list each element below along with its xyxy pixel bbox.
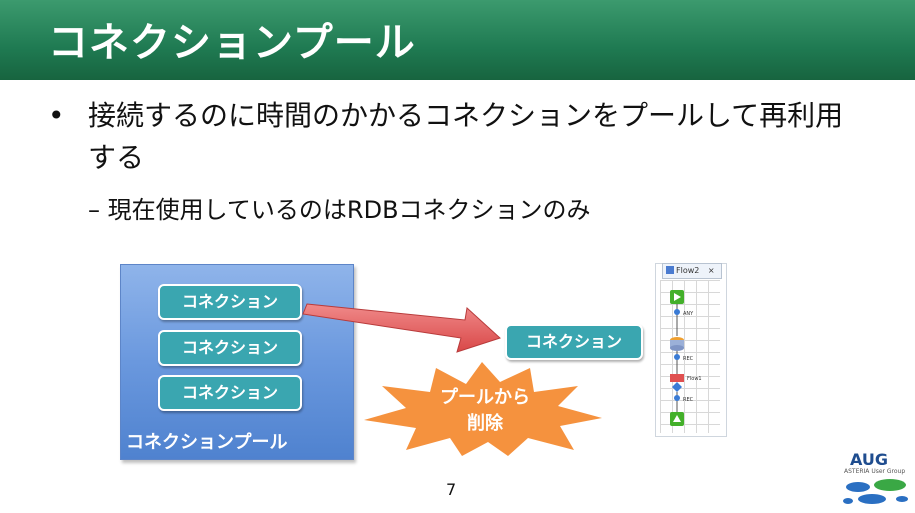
pool-connection-1: コネクション	[158, 284, 302, 320]
subflow-node-icon[interactable]	[670, 374, 684, 382]
page-number: 7	[446, 480, 457, 499]
flow-icon	[666, 266, 674, 274]
flow-tab[interactable]: Flow2 ×	[662, 263, 722, 279]
remove-arrow-icon	[302, 303, 501, 353]
db-node-icon[interactable]	[670, 340, 684, 348]
burst-line-1: プールから	[440, 387, 530, 408]
flow-tab-label: Flow2	[676, 266, 700, 275]
flow-nodes: ANY REC Flow1 REC	[670, 290, 702, 426]
connector-icon	[674, 309, 680, 315]
burst-text: プールから 削除	[420, 385, 550, 437]
node-label-rec-2: REC	[683, 397, 694, 403]
node-label-flow1: Flow1	[687, 376, 702, 382]
aug-logo-icon	[843, 479, 908, 504]
aug-logo-text: AUG	[850, 450, 889, 469]
flow-grid	[660, 280, 720, 433]
aug-logo-subtext: ASTERIA User Group	[844, 468, 906, 475]
node-label-rec-1: REC	[683, 356, 694, 362]
pool-connection-3: コネクション	[158, 375, 302, 411]
node-label-any: ANY	[683, 311, 694, 317]
pool-label: コネクションプール	[126, 432, 288, 453]
title-bar: コネクションプール	[0, 0, 915, 80]
bullet-dot-icon: •	[48, 99, 65, 132]
removed-connection: コネクション	[505, 324, 643, 360]
burst-shape-icon	[364, 362, 602, 456]
burst-line-2: 削除	[467, 413, 503, 434]
bullet-2-text: – 現在使用しているのはRDBコネクションのみ	[88, 196, 591, 224]
slide-title: コネクションプール	[48, 20, 416, 66]
tab-close-icon[interactable]: ×	[707, 266, 715, 275]
pool-connection-2: コネクション	[158, 330, 302, 366]
bullet-1-text: 接続するのに時間のかかるコネクションをプールして再利用する	[88, 99, 844, 174]
